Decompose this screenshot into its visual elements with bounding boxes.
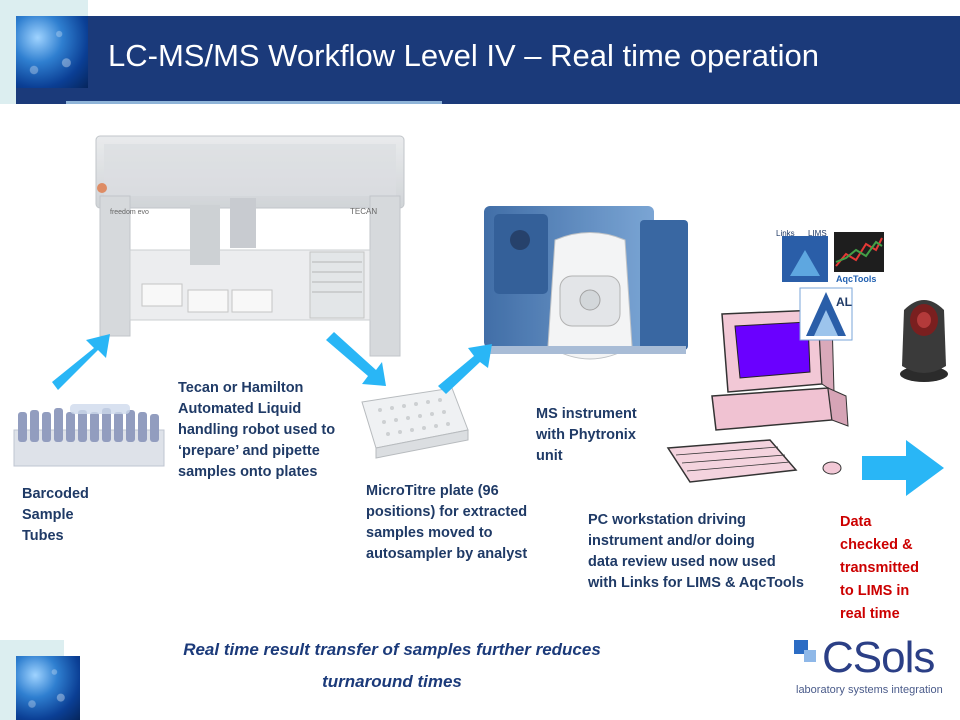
robot-brand-right: TECAN [350,207,377,216]
al-logo-text: AL [836,295,852,309]
footer-caption: Real time result transfer of samples fur… [183,640,601,691]
title-bar-corner [16,88,88,104]
water-drops-tile-top [16,16,88,88]
arrow-robot-to-plate [326,332,386,386]
microtitre-plate [361,387,469,459]
ms-instrument [484,206,688,360]
water-drops-tile-bottom [16,656,80,720]
robot-brand-left: freedom evo [110,209,149,216]
barcode-scanner-icon [900,300,948,382]
logo-name: CSols [822,633,935,682]
aqctools-text: AqcTools [836,274,876,284]
csols-logo: CSols laboratory systems integration [794,634,944,704]
arrow-to-lims [862,440,944,496]
title-underline [66,101,442,104]
page-title: LC-MS/MS Workflow Level IV – Real time o… [108,38,819,73]
logo-tagline: laboratory systems integration [796,684,943,696]
liquid-handling-robot [95,135,405,357]
sample-tubes-rack [13,404,165,467]
arrow-plate-to-ms [438,344,492,394]
flow-arrows [52,332,944,496]
links-lims-text: Links [776,229,795,238]
pc-workstation [666,308,849,483]
logo-square-small-icon [804,650,816,662]
title-bar [88,16,960,104]
arrow-tubes-to-robot [52,334,110,390]
lims-text: LIMS [808,229,827,238]
software-logos [782,232,884,341]
